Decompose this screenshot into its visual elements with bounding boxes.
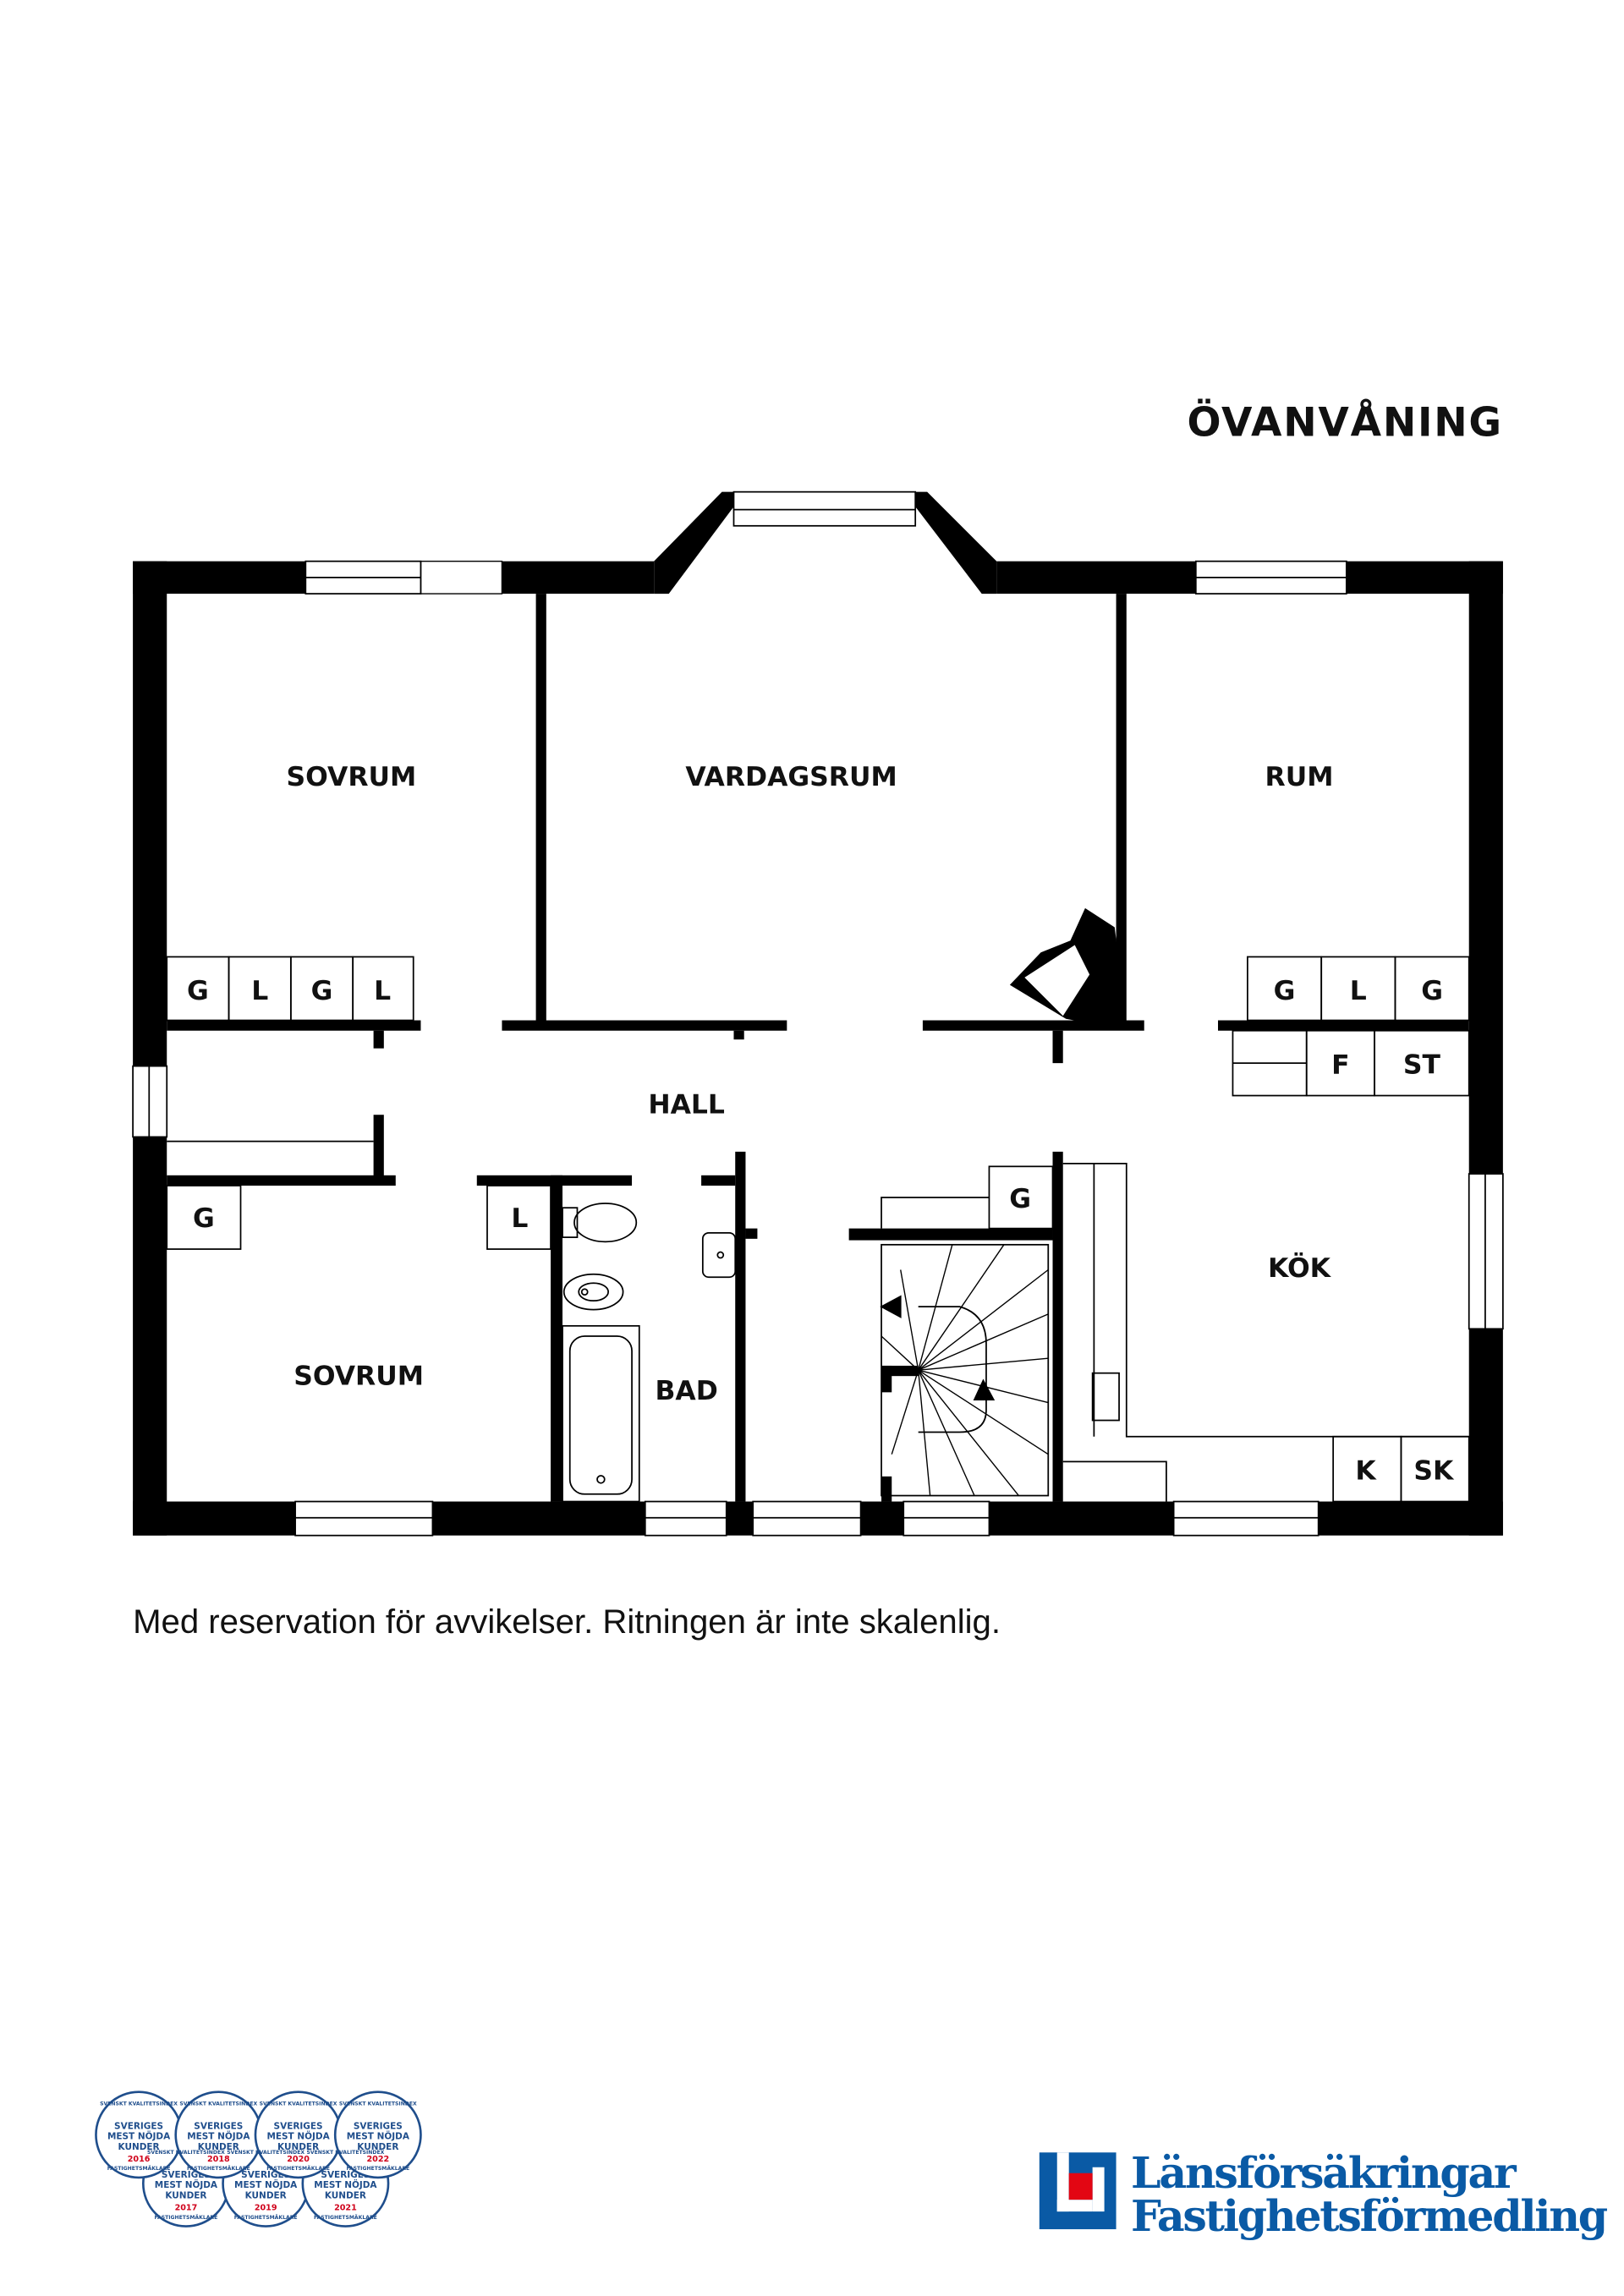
badge-year: 2021 (334, 2203, 357, 2212)
storage-labels: G L G L G L G F ST G L G K SK (187, 976, 1455, 1486)
outer-walls (133, 491, 1503, 1536)
badge-line-2: MEST NÖJDA (107, 2130, 171, 2142)
badge-footer: FASTIGHETSMÄKLARE (314, 2213, 377, 2221)
logo-line-1: Länsförsäkringar (1131, 2147, 1517, 2198)
badge-footer: FASTIGHETSMÄKLARE (107, 2164, 171, 2172)
badge-line-2: MEST NÖJDA (266, 2130, 330, 2142)
badge-line-3: KUNDER (277, 2142, 319, 2152)
room-label-hall: HALL (648, 1089, 725, 1120)
toilet-icon (562, 1203, 638, 1243)
bidet-icon (562, 1273, 624, 1311)
sink-icon (701, 1231, 737, 1279)
badge-year: 2016 (128, 2155, 151, 2164)
badge-line-3: KUNDER (118, 2142, 160, 2152)
logo-line-2: Fastighetsförmedling (1131, 2190, 1608, 2241)
badge-year: 2018 (207, 2155, 230, 2164)
badge-line-1: SVERIGES (354, 2121, 403, 2131)
storage-label: K (1355, 1455, 1377, 1486)
storage-label: G (187, 976, 209, 1006)
badge-footer: FASTIGHETSMÄKLARE (346, 2164, 409, 2172)
company-logo: Länsförsäkringar Fastighetsförmedling (1039, 2147, 1610, 2241)
room-label-kok: KÖK (1268, 1252, 1332, 1284)
storage-label: G (1274, 976, 1296, 1006)
badge-year: 2017 (175, 2203, 198, 2212)
interior-walls (167, 594, 1469, 1502)
badge-header: SVENSKT KVALITETSINDEX (339, 2101, 417, 2107)
badge-line-3: KUNDER (198, 2142, 239, 2152)
badge-header: SVENSKT KVALITETSINDEX (260, 2101, 337, 2107)
storage-label: L (1350, 976, 1367, 1006)
storage-label: G (311, 976, 333, 1006)
storage-label: ST (1403, 1049, 1441, 1080)
badge-header: SVENSKT KVALITETSINDEX (179, 2101, 257, 2107)
storage-label: SK (1413, 1455, 1455, 1486)
badge-footer: FASTIGHETSMÄKLARE (234, 2213, 298, 2221)
badge-line-1: SVERIGES (194, 2121, 243, 2131)
fireplace-icon (1024, 945, 1090, 1016)
storage-label: G (1009, 1184, 1031, 1214)
storage-label: L (374, 976, 391, 1006)
badge-footer: FASTIGHETSMÄKLARE (266, 2164, 330, 2172)
badge-header: SVENSKT KVALITETSINDEX (307, 2150, 385, 2156)
storage-label: F (1331, 1049, 1349, 1080)
badge-header: SVENSKT KVALITETSINDEX (147, 2150, 225, 2156)
windows (132, 490, 1504, 1537)
badge-header: SVENSKT KVALITETSINDEX (227, 2150, 304, 2156)
room-label-rum: RUM (1265, 762, 1334, 792)
bathtub-icon (562, 1324, 640, 1503)
disclaimer: Med reservation för avvikelser. Ritninge… (133, 1603, 1001, 1641)
room-label-sovrum: SOVRUM (287, 762, 417, 792)
room-label-bad: BAD (655, 1376, 717, 1406)
badge-year: 2019 (255, 2203, 277, 2212)
floor-title: ÖVANVÅNING (1188, 397, 1503, 446)
badge-line-2: MEST NÖJDA (187, 2130, 250, 2142)
badge-line-3: KUNDER (357, 2142, 398, 2152)
badge-line-2: MEST NÖJDA (314, 2178, 377, 2190)
badge-footer: FASTIGHETSMÄKLARE (155, 2213, 218, 2221)
storage-label: G (193, 1203, 215, 1234)
badge-header: SVENSKT KVALITETSINDEX (100, 2101, 178, 2107)
badge-line-1: SVERIGES (114, 2121, 163, 2131)
staircase[interactable] (880, 1243, 1050, 1497)
storage-label: L (251, 976, 268, 1006)
room-label-vardagsrum: VARDAGSRUM (685, 762, 897, 792)
badge-year: 2020 (287, 2155, 310, 2164)
badge-line-3: KUNDER (165, 2190, 206, 2200)
badge-line-2: MEST NÖJDA (234, 2178, 298, 2190)
storage-label: G (1421, 976, 1443, 1006)
badge-line-1: SVERIGES (274, 2121, 323, 2131)
storage-label: L (511, 1203, 528, 1234)
floor-plan (132, 490, 1504, 1537)
badge-line-3: KUNDER (325, 2190, 366, 2200)
badge-line-3: KUNDER (245, 2190, 287, 2200)
badge-line-2: MEST NÖJDA (155, 2178, 218, 2190)
badge-year: 2022 (366, 2155, 389, 2164)
badge-line-2: MEST NÖJDA (347, 2130, 410, 2142)
badge-footer: FASTIGHETSMÄKLARE (187, 2164, 250, 2172)
room-label-sovrum-2: SOVRUM (294, 1362, 424, 1392)
